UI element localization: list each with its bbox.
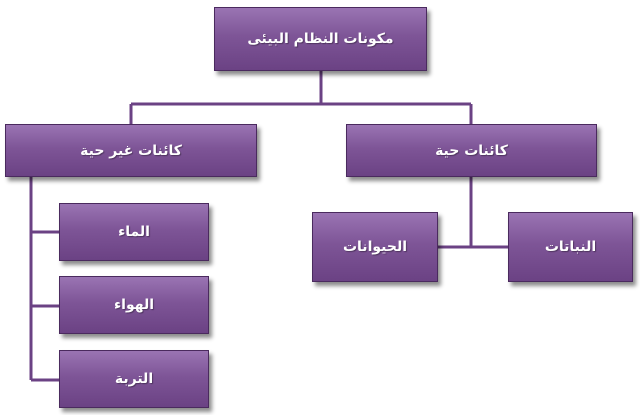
- living-node-label: كائنات حية: [435, 142, 508, 159]
- plants-node-label: النباتات: [544, 239, 597, 255]
- animals-node: الحيوانات: [312, 212, 438, 282]
- plants-node: النباتات: [508, 212, 633, 282]
- air-node-label: الهواء: [113, 297, 155, 313]
- nonliving-node: كائنات غير حية: [5, 124, 257, 177]
- root-node: مكونات النظام البيئى: [214, 7, 427, 71]
- soil-node: التربة: [59, 350, 209, 408]
- water-node: الماء: [59, 203, 209, 261]
- water-node-label: الماء: [118, 224, 150, 240]
- air-node: الهواء: [59, 276, 209, 334]
- animals-node-label: الحيوانات: [342, 239, 408, 255]
- soil-node-label: التربة: [114, 371, 154, 387]
- root-node-label: مكونات النظام البيئى: [247, 31, 394, 47]
- nonliving-node-label: كائنات غير حية: [80, 142, 182, 159]
- living-node: كائنات حية: [346, 124, 597, 177]
